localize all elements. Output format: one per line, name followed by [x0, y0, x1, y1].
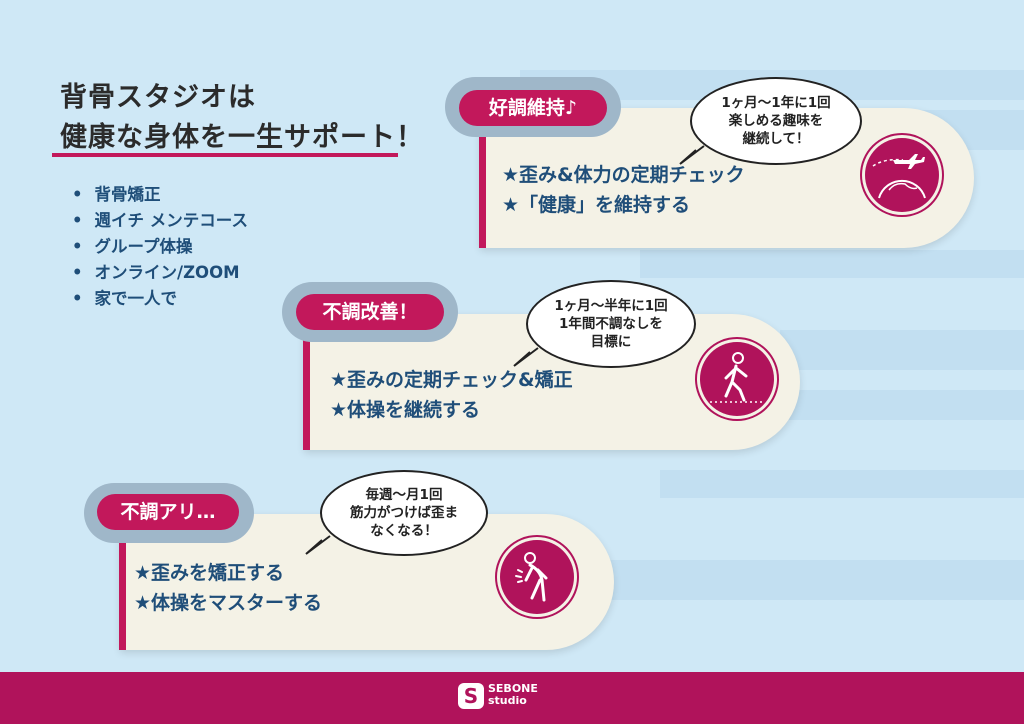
tier-points-improve: ★歪みの定期チェック&矯正 ★体操を継続する — [330, 365, 573, 425]
bubble-line: 継続して！ — [742, 131, 810, 147]
speech-bubble-good: 1ヶ月～1年に1回 楽しめる趣味を 継続して！ — [690, 77, 862, 165]
tier-bar-good — [479, 112, 486, 248]
brand-top: SEBONE — [488, 682, 538, 695]
page-title: 背骨スタジオは 健康な身体を一生サポート！ — [60, 78, 424, 158]
bubble-line: 筋力がつけば歪ま — [350, 505, 458, 521]
tier-label-problem: 不調アリ… — [97, 494, 239, 530]
bubble-line: 毎週～月1回 — [365, 487, 443, 503]
tier-bar-improve — [303, 322, 310, 450]
service-item: 背骨矯正 — [72, 182, 248, 208]
service-item: オンライン/ZOOM — [72, 260, 248, 286]
tier-bar-problem — [119, 522, 126, 650]
tier-points-problem: ★歪みを矯正する ★体操をマスターする — [134, 558, 322, 618]
bubble-line: 楽しめる趣味を — [728, 113, 824, 129]
brand-name: SEBONE studio — [488, 683, 538, 707]
tier-point: ★「健康」を維持する — [502, 194, 691, 216]
service-item: 週イチ メンテコース — [72, 208, 248, 234]
back-pain-person-icon — [500, 540, 574, 614]
tier-point: ★歪みを矯正する — [134, 562, 285, 584]
speech-bubble-problem: 毎週～月1回 筋力がつけば歪ま なくなる！ — [320, 470, 488, 556]
title-underline — [52, 153, 398, 157]
walking-person-icon — [700, 342, 774, 416]
services-list: 背骨矯正 週イチ メンテコース グループ体操 オンライン/ZOOM 家で一人で — [72, 182, 248, 312]
bubble-line: 目標に — [590, 334, 632, 350]
bubble-tail — [679, 145, 705, 165]
service-item: グループ体操 — [72, 234, 248, 260]
tier-point: ★体操をマスターする — [134, 592, 323, 614]
tier-point: ★歪み&体力の定期チェック — [502, 164, 745, 186]
tier-point: ★体操を継続する — [330, 399, 481, 421]
title-line-1: 背骨スタジオは — [60, 82, 256, 113]
service-item: 家で一人で — [72, 286, 248, 312]
speech-bubble-improve: 1ヶ月～半年に1回 1年間不調なしを 目標に — [526, 280, 696, 368]
bubble-tail — [513, 347, 539, 367]
brand-bottom: studio — [488, 694, 527, 707]
bubble-line: 1ヶ月～半年に1回 — [554, 298, 668, 314]
bubble-tail — [305, 535, 331, 555]
bubble-line: なくなる！ — [370, 523, 438, 539]
tier-label-good: 好調維持♪ — [459, 90, 607, 126]
tier-points-good: ★歪み&体力の定期チェック ★「健康」を維持する — [502, 160, 745, 220]
bubble-line: 1ヶ月～1年に1回 — [721, 95, 831, 111]
tier-point: ★歪みの定期チェック&矯正 — [330, 369, 573, 391]
airplane-globe-icon — [865, 138, 939, 212]
footer-bar — [0, 672, 1024, 724]
title-line-2: 健康な身体を一生サポート！ — [60, 122, 424, 153]
tier-label-improve: 不調改善！ — [296, 294, 444, 330]
brand-logo-icon: S — [458, 683, 484, 709]
bubble-line: 1年間不調なしを — [559, 316, 663, 332]
